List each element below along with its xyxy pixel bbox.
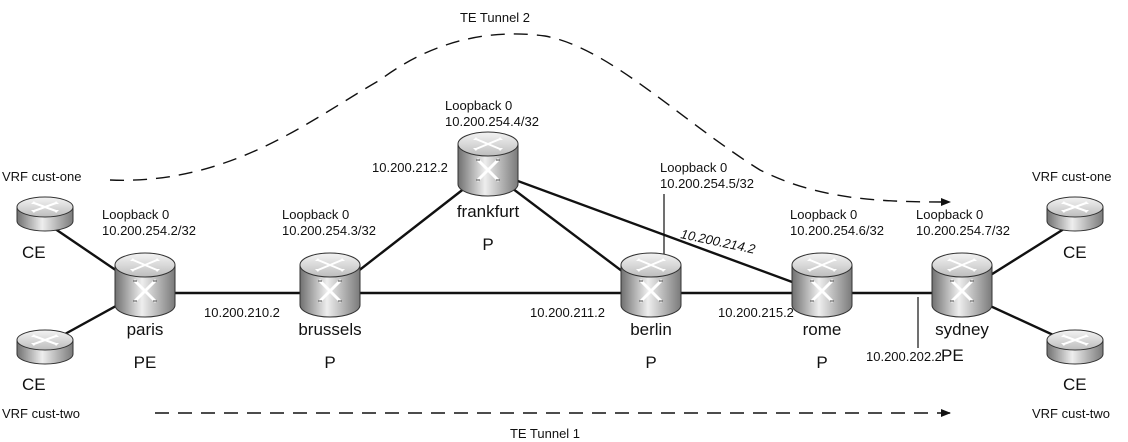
interface-label-berlin-rome: 10.200.215.2 <box>718 305 794 320</box>
ce-router-sydney-cust-two[interactable] <box>1046 329 1104 365</box>
ce-label-paris-cust-two: CE <box>22 375 46 394</box>
ce-label-sydney-cust-two: CE <box>1063 375 1087 394</box>
berlin-router-name: berlin <box>630 320 672 339</box>
interface-label-brussels-berlin: 10.200.211.2 <box>530 305 605 320</box>
te-tunnel-2-label: TE Tunnel 2 <box>460 10 530 25</box>
brussels-router-name: brussels <box>298 320 361 339</box>
interface-label-paris-brussels: 10.200.210.2 <box>204 305 280 320</box>
frankfurt-loopback-address: 10.200.254.4/32 <box>445 114 539 129</box>
router-paris[interactable] <box>113 251 177 319</box>
router-brussels[interactable] <box>298 251 362 319</box>
frankfurt-loopback-label: Loopback 0 <box>445 98 512 113</box>
link-frankfurt-rome <box>487 168 823 295</box>
paris-router-name: paris <box>127 320 164 339</box>
frankfurt-router-name: frankfurt <box>457 202 520 221</box>
berlin-router-role: P <box>645 353 656 372</box>
berlin-loopback-address: 10.200.254.5/32 <box>660 176 754 191</box>
ce-router-sydney-cust-one[interactable] <box>1046 196 1104 232</box>
vrf-label-paris-cust-one: VRF cust-one <box>2 169 81 184</box>
sydney-router-name: sydney <box>935 320 989 339</box>
vrf-label-sydney-cust-one: VRF cust-one <box>1032 169 1111 184</box>
router-sydney[interactable] <box>930 251 994 319</box>
brussels-loopback-address: 10.200.254.3/32 <box>282 223 376 238</box>
sydney-loopback-address: 10.200.254.7/32 <box>916 223 1010 238</box>
ce-label-sydney-cust-one: CE <box>1063 243 1087 262</box>
interface-label-brussels-frankfurt: 10.200.212.2 <box>372 160 448 175</box>
vrf-label-sydney-cust-two: VRF cust-two <box>1032 406 1110 421</box>
paris-loopback-label: Loopback 0 <box>102 207 169 222</box>
ce-router-paris-cust-two[interactable] <box>16 329 74 365</box>
paris-loopback-address: 10.200.254.2/32 <box>102 223 196 238</box>
vrf-label-paris-cust-two: VRF cust-two <box>2 406 80 421</box>
router-rome[interactable] <box>790 251 854 319</box>
router-berlin[interactable] <box>619 251 683 319</box>
rome-loopback-address: 10.200.254.6/32 <box>790 223 884 238</box>
ce-router-paris-cust-one[interactable] <box>16 196 74 232</box>
rome-loopback-label: Loopback 0 <box>790 207 857 222</box>
berlin-loopback-label: Loopback 0 <box>660 160 727 175</box>
te-tunnel-1-label: TE Tunnel 1 <box>510 426 580 441</box>
brussels-router-role: P <box>324 353 335 372</box>
router-frankfurt[interactable] <box>456 130 520 198</box>
ce-label-paris-cust-one: CE <box>22 243 46 262</box>
brussels-loopback-label: Loopback 0 <box>282 207 349 222</box>
interface-label-frankfurt-rome: 10.200.214.2 <box>679 226 757 257</box>
paris-router-role: PE <box>134 353 157 372</box>
sydney-router-role: PE <box>941 346 964 365</box>
frankfurt-router-role: P <box>482 235 493 254</box>
rome-router-name: rome <box>803 320 842 339</box>
rome-router-role: P <box>816 353 827 372</box>
sydney-loopback-label: Loopback 0 <box>916 207 983 222</box>
te-tunnel-2-path <box>109 33 951 206</box>
interface-label-rome-sydney: 10.200.202.2 <box>866 349 942 364</box>
te-tunnels <box>109 33 951 417</box>
